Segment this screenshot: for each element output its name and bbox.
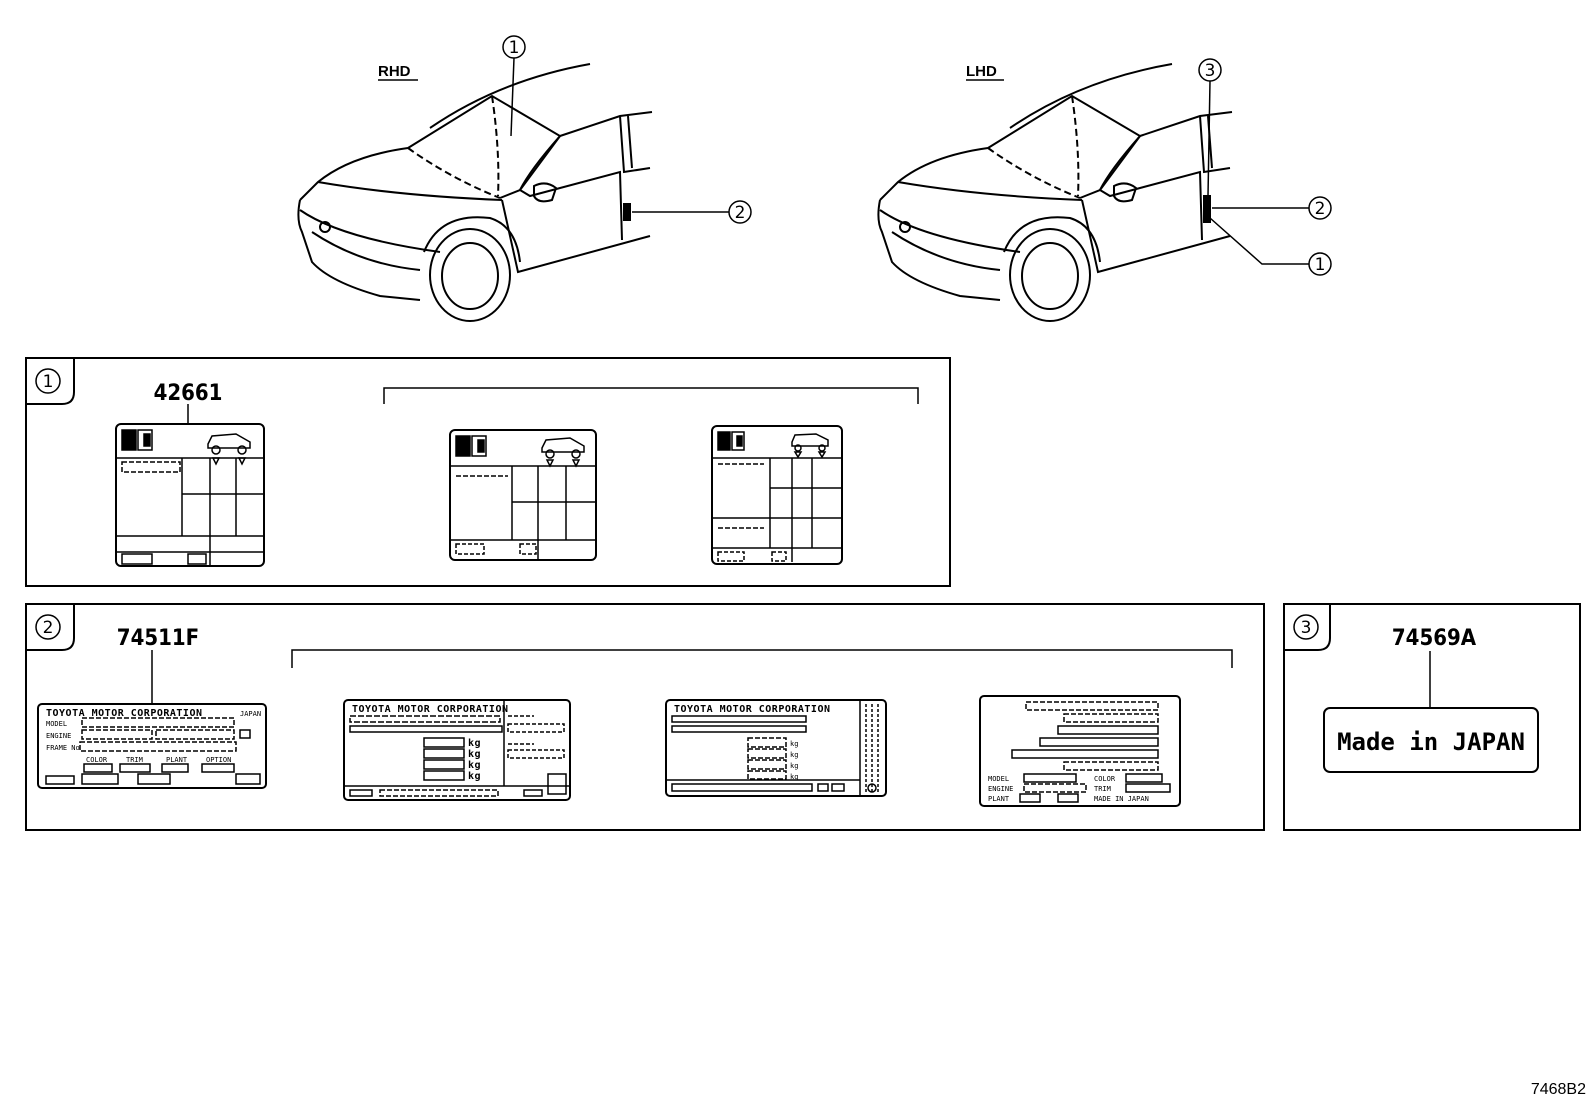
lhd-callouts bbox=[1198, 58, 1332, 276]
label-2b-kg-2: kg bbox=[468, 749, 481, 760]
label-2a-color: COLOR bbox=[86, 756, 108, 764]
rhd-view-label: RHD bbox=[378, 63, 411, 80]
label-2b-corp: TOYOTA MOTOR CORPORATION bbox=[352, 704, 509, 715]
label-2c-kg-1: kg bbox=[790, 740, 798, 748]
label-2b-kg-4: kg bbox=[468, 771, 481, 782]
part-number-74511F: 74511F bbox=[117, 626, 199, 651]
rhd-callout-1: 1 bbox=[509, 38, 520, 58]
label-2d-plant: PLANT bbox=[988, 795, 1010, 803]
label-2a-model: MODEL bbox=[46, 720, 67, 728]
lhd-view-label: LHD bbox=[966, 63, 997, 80]
rhd-callout-2: 2 bbox=[735, 203, 746, 223]
tire-label-2 bbox=[449, 429, 597, 561]
vehicle-id-label-2 bbox=[343, 699, 571, 801]
label-2b-kg-1: kg bbox=[468, 738, 481, 749]
label-2a-plant: PLANT bbox=[166, 756, 188, 764]
label-2c-kg-2: kg bbox=[790, 751, 798, 759]
rhd-callouts bbox=[502, 35, 752, 224]
panel-2-frame bbox=[25, 603, 1265, 831]
label-2a-japan: JAPAN bbox=[240, 710, 261, 718]
label-2d-model: MODEL bbox=[988, 775, 1009, 783]
made-in-japan-label bbox=[1323, 707, 1539, 773]
panel-2-callout: 2 bbox=[43, 618, 54, 638]
label-2d-color: COLOR bbox=[1094, 775, 1116, 783]
panel-3-frame bbox=[1283, 603, 1581, 831]
label-2d-trim: TRIM bbox=[1094, 785, 1111, 793]
panel-1-callout: 1 bbox=[43, 372, 54, 392]
label-2a-frame: FRAME No bbox=[46, 744, 80, 752]
lhd-callout-1: 1 bbox=[1315, 255, 1326, 275]
tire-label-3 bbox=[711, 425, 843, 565]
label-2a-option: OPTION bbox=[206, 756, 231, 764]
rhd-vehicle-illustration: RHD bbox=[297, 63, 653, 322]
part-number-42661: 42661 bbox=[154, 381, 223, 406]
panel-1-frame bbox=[25, 357, 951, 587]
vehicle-id-label-3 bbox=[665, 699, 887, 797]
lhd-callout-2: 2 bbox=[1315, 199, 1326, 219]
label-2a-engine: ENGINE bbox=[46, 732, 71, 740]
label-2a-corp: TOYOTA MOTOR CORPORATION bbox=[46, 708, 203, 719]
vehicle-id-label-4 bbox=[979, 695, 1181, 807]
label-2d-made-in-japan: MADE IN JAPAN bbox=[1094, 795, 1149, 803]
vehicle-id-label-1 bbox=[37, 703, 267, 789]
diagram-code: 7468B2 bbox=[1531, 1081, 1586, 1098]
lhd-vehicle-illustration: LHD bbox=[877, 63, 1233, 322]
label-2a-trim: TRIM bbox=[126, 756, 143, 764]
label-2c-kg-4: kg bbox=[790, 773, 798, 781]
label-2c-corp: TOYOTA MOTOR CORPORATION bbox=[674, 704, 831, 715]
part-number-74569A: 74569A bbox=[1392, 626, 1477, 651]
tire-label-1 bbox=[115, 423, 265, 567]
label-2d-engine: ENGINE bbox=[988, 785, 1013, 793]
made-in-japan-label-text: Made in JAPAN bbox=[1337, 728, 1525, 756]
lhd-callout-3: 3 bbox=[1205, 61, 1216, 81]
panel-3-callout: 3 bbox=[1301, 618, 1312, 638]
label-2c-kg-3: kg bbox=[790, 762, 798, 770]
label-2b-kg-3: kg bbox=[468, 760, 481, 771]
